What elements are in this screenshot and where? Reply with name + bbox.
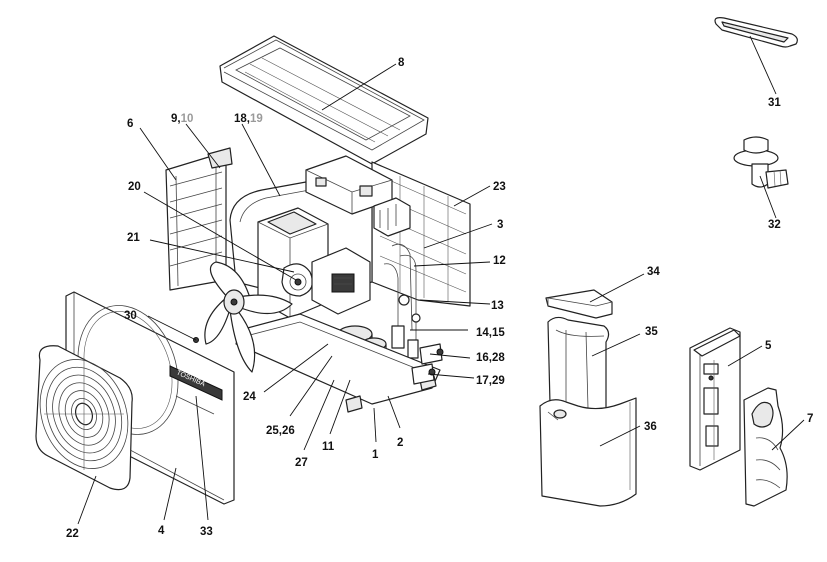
callout-18-19: 18,19 (234, 113, 263, 125)
callout-3: 3 (497, 219, 503, 231)
part-22-fan-guard (35, 345, 133, 491)
part-36-piping-cover-outer (539, 397, 637, 507)
callout-25-26: 25,26 (266, 425, 295, 437)
callout-21: 21 (127, 232, 140, 244)
callout-20: 20 (128, 181, 141, 193)
part-35-piping-cover-inner (547, 316, 610, 413)
callout-36: 36 (644, 421, 657, 433)
part-24-propeller-fan (204, 261, 293, 373)
callout-2: 2 (397, 437, 403, 449)
part-4-front-panel: TOSHIBA (65, 291, 235, 505)
callout-8: 8 (398, 57, 405, 69)
part-5-side-plate (689, 327, 741, 471)
callout-33: 33 (200, 526, 213, 538)
part-7-valve-cover (743, 387, 788, 507)
callout-1: 1 (372, 449, 379, 461)
callout-34: 34 (647, 266, 660, 278)
callout-32: 32 (768, 219, 781, 231)
callout-23: 23 (493, 181, 506, 193)
callout-30: 30 (124, 310, 137, 322)
callout-35: 35 (645, 326, 658, 338)
callout-31: 31 (768, 97, 781, 109)
callout-5: 5 (765, 340, 772, 352)
callout-4: 4 (158, 525, 165, 537)
callout-27: 27 (295, 457, 308, 469)
callout-16-28: 16,28 (476, 352, 505, 364)
callout-9-10: 9,10 (171, 113, 193, 125)
callout-6: 6 (127, 118, 133, 130)
callout-14-15: 14,15 (476, 327, 505, 339)
part-32-drain-nipple (733, 136, 789, 189)
callout-numbers: 8 6 9,10 18,19 20 21 23 3 12 13 14,15 16… (66, 57, 813, 540)
callout-17-29: 17,29 (476, 375, 505, 387)
leader-lines (77, 35, 805, 525)
callout-22: 22 (66, 528, 79, 540)
callout-11: 11 (322, 441, 335, 453)
callout-12: 12 (493, 255, 506, 267)
part-8-top-panel (219, 35, 429, 165)
callout-13: 13 (491, 300, 504, 312)
part-34-cover-plate (545, 289, 613, 319)
callout-7: 7 (807, 413, 813, 425)
main-chassis (229, 155, 471, 413)
callout-24: 24 (243, 391, 256, 403)
part-6-side-grille (165, 147, 233, 291)
part-31-cap (714, 17, 798, 48)
